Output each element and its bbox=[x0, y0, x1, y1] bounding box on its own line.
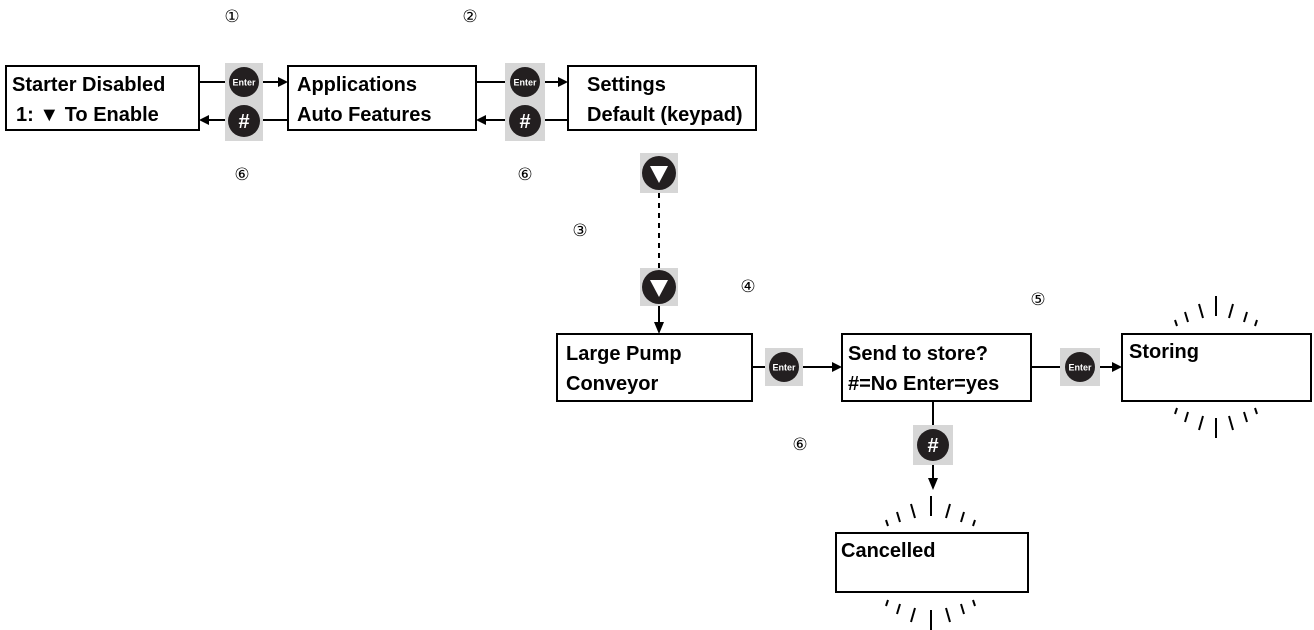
enter-key-label: Enter bbox=[1068, 363, 1092, 373]
hash-key-button[interactable]: # bbox=[505, 101, 545, 141]
hash-key-label: # bbox=[519, 111, 530, 133]
screen-cancelled: Cancelled bbox=[835, 532, 1029, 593]
screen-line-2: Default (keypad) bbox=[587, 104, 743, 126]
screen-line-1: Cancelled bbox=[841, 540, 935, 562]
enter-key-label: Enter bbox=[772, 363, 796, 373]
screen-line-2: #=No Enter=yes bbox=[848, 373, 999, 395]
hash-key-button[interactable]: # bbox=[225, 101, 263, 141]
screen-line-2: Auto Features bbox=[297, 104, 431, 126]
step-number-6: ⑥ bbox=[234, 165, 249, 184]
screen-line-1: Large Pump bbox=[566, 343, 682, 365]
arrow-left-icon bbox=[476, 115, 486, 125]
arrow-down-icon bbox=[928, 478, 938, 490]
cancelled-flash-marks bbox=[885, 496, 976, 630]
screen-line-1: Applications bbox=[297, 74, 417, 96]
hash-key-button[interactable]: # bbox=[913, 425, 953, 465]
down-arrow-key-button[interactable] bbox=[640, 268, 678, 306]
down-triangle-icon bbox=[650, 166, 668, 183]
arrow-down-icon bbox=[654, 322, 664, 334]
step-number-2: ② bbox=[462, 7, 477, 26]
step-number-3: ③ bbox=[572, 221, 587, 240]
screen-line-2: Conveyor bbox=[566, 373, 658, 395]
arrow-right-icon bbox=[1112, 362, 1122, 372]
enter-key-label: Enter bbox=[513, 78, 537, 88]
arrow-left-icon bbox=[199, 115, 209, 125]
enter-key-button[interactable]: Enter bbox=[765, 348, 803, 386]
enter-key-button[interactable]: Enter bbox=[225, 63, 263, 101]
screen-storing: Storing bbox=[1121, 333, 1312, 402]
down-triangle-icon bbox=[650, 280, 668, 297]
arrow-right-icon bbox=[278, 77, 288, 87]
step-number-4: ④ bbox=[740, 277, 755, 296]
hash-key-label: # bbox=[927, 435, 938, 457]
screen-line-1: Storing bbox=[1129, 341, 1199, 363]
storing-flash-marks bbox=[1174, 296, 1258, 438]
hash-key-label: # bbox=[238, 111, 249, 133]
screen-line-1: Settings bbox=[587, 74, 666, 96]
step-number-6: ⑥ bbox=[792, 435, 807, 454]
step-number-1: ① bbox=[224, 7, 239, 26]
arrow-right-icon bbox=[558, 77, 568, 87]
enter-key-button[interactable]: Enter bbox=[1060, 348, 1100, 386]
screen-starter-disabled: Starter Disabled 1: ▼ To Enable bbox=[5, 65, 200, 131]
screen-line-1: Send to store? bbox=[848, 343, 988, 365]
step-number-5: ⑤ bbox=[1030, 290, 1045, 309]
enter-key-button[interactable]: Enter bbox=[505, 63, 545, 101]
step-number-6: ⑥ bbox=[517, 165, 532, 184]
screen-applications: Applications Auto Features bbox=[287, 65, 477, 131]
arrow-right-icon bbox=[832, 362, 842, 372]
screen-large-pump: Large Pump Conveyor bbox=[556, 333, 753, 402]
screen-line-2: 1: ▼ To Enable bbox=[16, 104, 159, 126]
screen-line-1: Starter Disabled bbox=[12, 74, 165, 96]
screen-send-to-store: Send to store? #=No Enter=yes bbox=[841, 333, 1032, 402]
down-arrow-key-button[interactable] bbox=[640, 153, 678, 193]
enter-key-label: Enter bbox=[232, 78, 256, 88]
screen-settings: Settings Default (keypad) bbox=[567, 65, 757, 131]
